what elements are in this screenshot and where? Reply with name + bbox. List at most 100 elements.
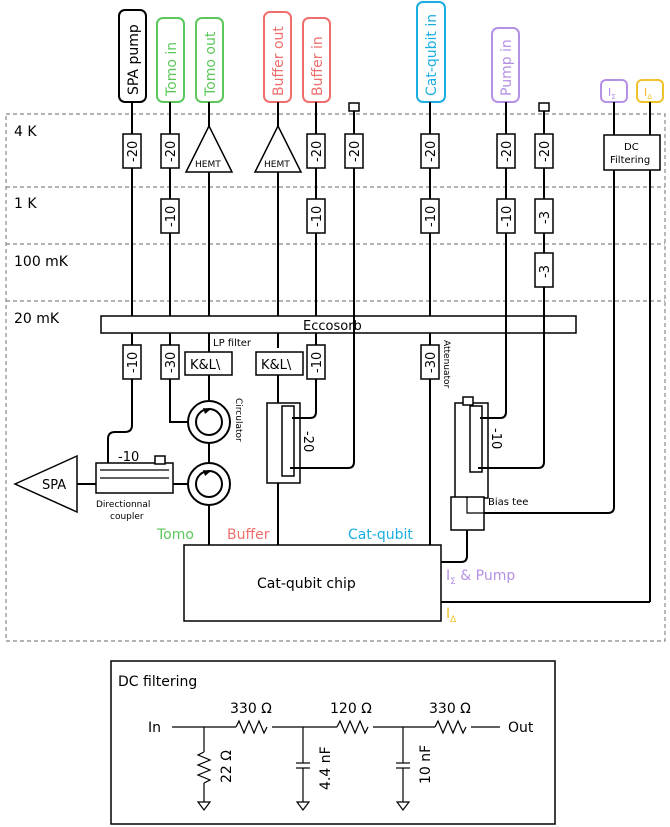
svg-text:-20: -20 xyxy=(310,141,325,162)
svg-text:DC: DC xyxy=(624,142,639,153)
svg-text:-30: -30 xyxy=(424,352,439,373)
circulator-label: Circulator xyxy=(233,398,243,442)
svg-text:-10: -10 xyxy=(424,206,439,227)
svg-text:Cat-qubit in: Cat-qubit in xyxy=(424,14,440,96)
att-1k-cat-qubit-in: -10 xyxy=(420,198,440,234)
svg-text:Buffer in: Buffer in xyxy=(310,36,326,96)
svg-text:-30: -30 xyxy=(164,352,179,373)
lp-filter-label: LP filter xyxy=(213,338,252,349)
pump-filter-block: -10 xyxy=(454,396,503,499)
svg-text:-20: -20 xyxy=(126,141,141,162)
c2-label: 10 nF xyxy=(418,745,434,784)
port-label-tomo: Tomo xyxy=(156,527,194,543)
dc-filtering-in: In xyxy=(148,720,161,736)
stage-label-100mk: 100 mK xyxy=(14,254,69,270)
fridge-outline xyxy=(5,113,666,642)
svg-text:-20: -20 xyxy=(424,141,439,162)
svg-text:coupler: coupler xyxy=(110,512,144,522)
r2-label: 120 Ω xyxy=(330,701,372,717)
buffer-filter-block: -20 xyxy=(266,402,315,484)
svg-text:HEMT: HEMT xyxy=(264,160,290,170)
att-4k-cat-qubit-in: -20 xyxy=(420,133,440,169)
port-label-isigma-pump: IΣ & Pump xyxy=(446,568,515,587)
svg-text:-10: -10 xyxy=(310,352,325,373)
resistor-r4 xyxy=(196,751,212,784)
circulator-bottom xyxy=(187,462,231,506)
svg-text:-20: -20 xyxy=(164,141,179,162)
attenuator-label: Attenuator xyxy=(441,340,451,389)
svg-text:SPA pump: SPA pump xyxy=(126,24,142,95)
stage-label-4k: 4 K xyxy=(14,124,37,140)
svg-text:-10: -10 xyxy=(164,206,179,227)
svg-text:SPA: SPA xyxy=(42,478,66,493)
svg-text:HEMT: HEMT xyxy=(195,160,221,170)
svg-text:-20: -20 xyxy=(300,431,315,452)
hemt-buffer: HEMT xyxy=(253,124,303,173)
svg-text:IΔ: IΔ xyxy=(644,86,652,101)
svg-text:Pump in: Pump in xyxy=(499,39,515,96)
svg-text:Directionnal: Directionnal xyxy=(96,500,150,510)
line-label-buffer-out: Buffer out xyxy=(263,11,292,103)
kl-filter-buffer: K&L\ xyxy=(255,351,304,376)
directional-coupler: -10 Directionnal coupler xyxy=(95,450,174,522)
svg-text:-10: -10 xyxy=(118,450,139,465)
resistor-r1 xyxy=(235,719,268,735)
line-label-cat-qubit-in: Cat-qubit in xyxy=(416,1,446,103)
svg-text:K&L\: K&L\ xyxy=(261,358,292,373)
circulator-top xyxy=(187,400,231,444)
svg-text:-10: -10 xyxy=(488,428,503,449)
port-label-cat-qubit: Cat-qubit xyxy=(348,527,413,543)
r3-label: 330 Ω xyxy=(429,701,471,717)
spa-amplifier: SPA xyxy=(13,454,78,514)
kl-filter-tomo: K&L\ xyxy=(184,351,233,376)
resistor-r2 xyxy=(336,719,369,735)
line-label-pump-in: Pump in xyxy=(491,27,520,103)
cat-qubit-chip: Cat-qubit chip xyxy=(183,544,442,622)
att-4k-pump-in: -20 xyxy=(496,133,516,169)
c1-label: 4.4 nF xyxy=(318,746,334,790)
att-1k-line9: -3 xyxy=(534,198,554,234)
ground-icon xyxy=(295,801,311,811)
svg-text:Eccosorb: Eccosorb xyxy=(303,319,362,334)
port-label-idelta: IΔ xyxy=(446,606,457,625)
line-label-tomo-out: Tomo out xyxy=(195,17,224,103)
terminator-top-1 xyxy=(348,102,360,112)
hemt-tomo: HEMT xyxy=(184,124,234,173)
port-label-buffer: Buffer xyxy=(227,527,270,543)
svg-text:Tomo in: Tomo in xyxy=(164,42,180,97)
line-label-tomo-in: Tomo in xyxy=(156,17,185,103)
svg-text:-3: -3 xyxy=(538,211,553,224)
att-1k-tomo-in: -10 xyxy=(160,198,180,234)
att-20mk-cat-qubit-in: -30 xyxy=(420,344,440,380)
att-4k-line9: -20 xyxy=(534,133,554,169)
terminator-top-2 xyxy=(538,102,550,112)
dc-filtering-panel xyxy=(110,660,556,825)
line-label-spa-pump: SPA pump xyxy=(118,9,147,103)
ground-icon xyxy=(395,801,411,811)
att-4k-tomo-in: -20 xyxy=(160,133,180,169)
ground-icon xyxy=(196,801,212,811)
svg-text:-20: -20 xyxy=(538,141,553,162)
att-4k-buffer-in: -20 xyxy=(306,133,326,169)
r4-label: 22 Ω xyxy=(219,750,235,783)
att-20mk-spa-pump: -10 xyxy=(122,344,142,380)
svg-text:-20: -20 xyxy=(500,141,515,162)
stage-label-1k: 1 K xyxy=(14,196,37,212)
svg-text:-20: -20 xyxy=(348,141,363,162)
svg-text:IΣ: IΣ xyxy=(608,86,616,101)
svg-text:Tomo out: Tomo out xyxy=(203,31,219,97)
svg-text:-10: -10 xyxy=(310,206,325,227)
svg-text:-10: -10 xyxy=(126,352,141,373)
svg-text:Buffer out: Buffer out xyxy=(271,26,287,96)
svg-text:Cat-qubit chip: Cat-qubit chip xyxy=(257,576,356,592)
line-label-buffer-in: Buffer in xyxy=(302,17,331,103)
att-4k-line6: -20 xyxy=(344,133,364,169)
svg-text:Bias tee: Bias tee xyxy=(488,497,528,508)
line-label-i-sigma: IΣ xyxy=(600,79,628,103)
resistor-r3 xyxy=(434,719,467,735)
dc-filtering-title: DC filtering xyxy=(118,674,197,690)
att-4k-spa-pump: -20 xyxy=(122,133,142,169)
att-100mk-line9: -3 xyxy=(534,252,554,288)
r1-label: 330 Ω xyxy=(230,701,272,717)
